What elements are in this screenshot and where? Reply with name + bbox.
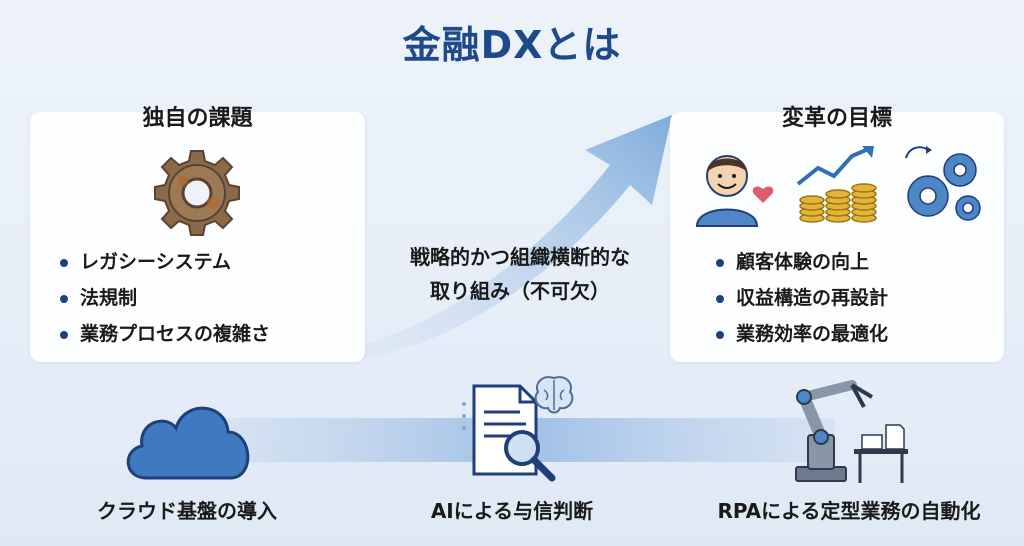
- list-item: 業務プロセスの複雑さ: [56, 316, 270, 352]
- list-item: 顧客体験の向上: [712, 244, 888, 280]
- list-item: 法規制: [56, 280, 270, 316]
- ai-label: AIによる与信判断: [430, 499, 594, 523]
- cloud-label: クラウド基盤の導入: [97, 499, 277, 523]
- page-title: 金融DXとは: [402, 23, 622, 67]
- strategy-text: 戦略的かつ組織横断的な 取り組み（不可欠）: [370, 240, 670, 308]
- challenges-panel: 独自の課題 レガシーシステム 法規制 業務プロセスの複雑さ: [30, 106, 365, 362]
- rusty-gear-icon: [154, 150, 240, 236]
- list-item: レガシーシステム: [56, 244, 270, 280]
- cloud-icon: [126, 406, 250, 480]
- gears-icon: [905, 146, 981, 221]
- growth-chart-coins-icon: [796, 146, 877, 223]
- challenges-heading: 独自の課題: [142, 106, 253, 131]
- goals-heading: 変革の目標: [781, 106, 892, 131]
- strategy-line-1: 戦略的かつ組織横断的な: [410, 245, 630, 269]
- strategy-line-2: 取り組み（不可欠）: [430, 279, 610, 303]
- list-item: 収益構造の再設計: [712, 280, 888, 316]
- brain-icon: [534, 376, 574, 414]
- document-magnifier-icon: [462, 384, 556, 482]
- goals-list: 顧客体験の向上 収益構造の再設計 業務効率の最適化: [712, 244, 888, 352]
- goals-panel: 変革の目標 顧客体験の向上 収益構造の再設計 業務効率の最適化: [670, 106, 1004, 362]
- rpa-label: RPAによる定型業務の自動化: [717, 499, 981, 523]
- smiling-customer-icon: [695, 155, 759, 227]
- list-item: 業務効率の最適化: [712, 316, 888, 352]
- robot-arm-icon: [795, 380, 908, 483]
- challenges-list: レガシーシステム 法規制 業務プロセスの複雑さ: [56, 244, 270, 352]
- heart-icon: [752, 186, 774, 203]
